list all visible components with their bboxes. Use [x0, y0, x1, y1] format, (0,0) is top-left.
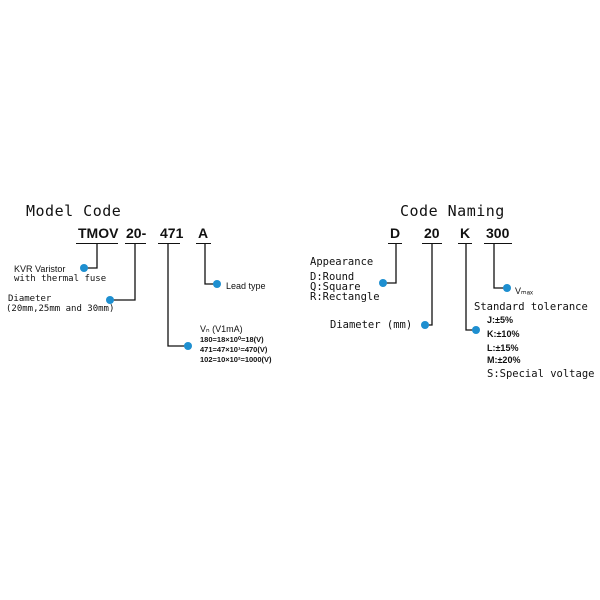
tolerance-k: K:±10% — [487, 329, 520, 339]
model-seg-volt: 471 — [160, 225, 184, 241]
naming-seg-d: D — [390, 225, 401, 241]
vn-connector — [167, 244, 186, 347]
model-seg-lead: A — [198, 225, 209, 241]
vmax-connector — [493, 244, 506, 289]
appearance-dot — [379, 279, 387, 287]
appearance-r: R:Rectangle — [310, 291, 380, 303]
tolerance-connector — [465, 244, 476, 331]
vn-dot — [184, 342, 192, 350]
model-seg-size: 20- — [126, 225, 147, 241]
appearance-q: Q:Square — [310, 281, 361, 293]
naming-seg-300: 300 — [486, 225, 510, 241]
naming-seg-300-underline — [484, 243, 512, 244]
tolerance-dot — [472, 326, 480, 334]
kvr-dot — [80, 264, 88, 272]
appearance-connector — [383, 244, 397, 284]
model-seg-lead-underline — [196, 243, 211, 244]
diameter-connector — [110, 244, 136, 301]
vn-example-1: 180=18×10⁰=18(V) — [200, 335, 264, 344]
vn-label: Vₙ (V1mA) — [200, 324, 243, 334]
tolerance-m: M:±20% — [487, 355, 521, 365]
diameter-dot — [106, 296, 114, 304]
kvr-line2: with thermal fuse — [14, 274, 107, 284]
vn-example-2: 471=47×10¹=470(V) — [200, 345, 268, 354]
lead-dot — [213, 280, 221, 288]
naming-diameter-dot — [421, 321, 429, 329]
vn-example-3: 102=10×10²=1000(V) — [200, 355, 272, 364]
naming-diameter-label: Diameter (mm) — [330, 319, 413, 331]
tolerance-title: Standard tolerance — [474, 301, 588, 313]
diameter-line1: Diameter — [8, 294, 52, 304]
model-code-title: Model Code — [26, 202, 122, 220]
model-seg-size-underline — [125, 243, 146, 244]
tolerance-s: S:Special voltage — [487, 368, 595, 380]
model-seg-tmov-underline — [76, 243, 118, 244]
vmax-dot — [503, 284, 511, 292]
code-naming-title: Code Naming — [400, 202, 505, 220]
lead-connector — [204, 244, 217, 285]
diameter-line2: (20mm,25mm and 30mm) — [6, 304, 115, 314]
model-seg-volt-underline — [158, 243, 180, 244]
vmax-label: Vₘₐₓ — [515, 286, 533, 296]
kvr-line1: KVR Varistor — [14, 264, 66, 274]
naming-seg-20: 20 — [424, 225, 440, 241]
tolerance-l: L:±15% — [487, 343, 519, 353]
lead-type-label: Lead type — [226, 281, 266, 291]
naming-seg-k: K — [460, 225, 471, 241]
naming-seg-d-underline — [388, 243, 402, 244]
appearance-title: Appearance — [310, 256, 374, 268]
model-seg-tmov: TMOV — [78, 225, 119, 241]
naming-diameter-connector — [425, 244, 433, 326]
naming-seg-20-underline — [422, 243, 442, 244]
naming-seg-k-underline — [458, 243, 472, 244]
appearance-d: D:Round — [310, 271, 355, 283]
tolerance-j: J:±5% — [487, 315, 513, 325]
